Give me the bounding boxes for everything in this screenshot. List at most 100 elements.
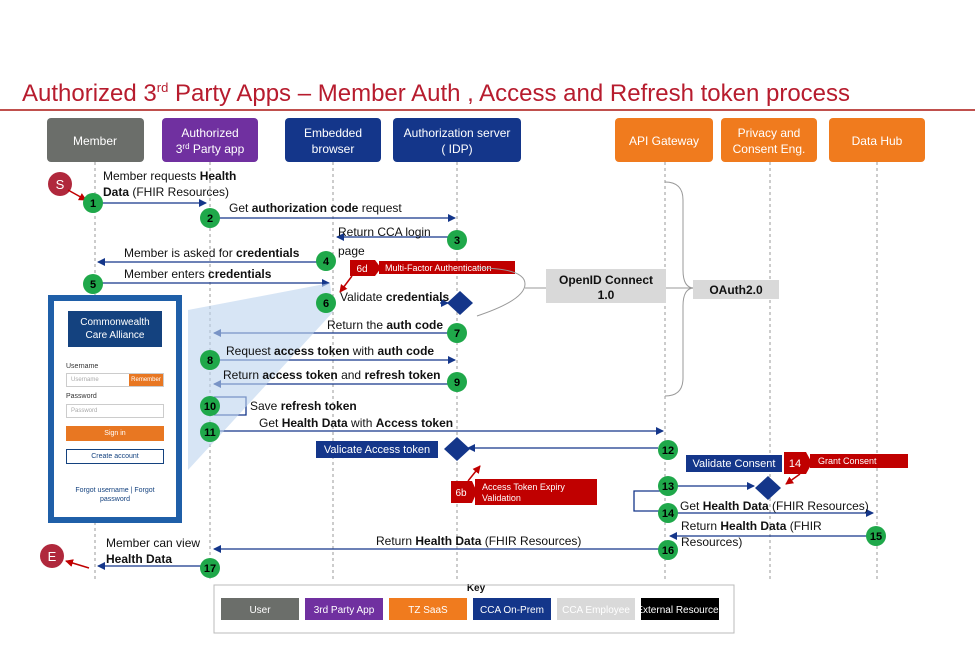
svg-text:2: 2: [207, 213, 213, 225]
svg-text:E: E: [48, 549, 57, 564]
token-expiry-callout: 6b Access Token Expiry Validation: [451, 465, 597, 505]
step-number-6: 6: [316, 293, 336, 313]
svg-text:S: S: [56, 177, 65, 192]
svg-text:13: 13: [662, 481, 674, 493]
svg-text:Member is asked for credential: Member is asked for credentials: [124, 246, 300, 260]
step-number-14: 14: [658, 503, 678, 523]
svg-text:15: 15: [870, 531, 882, 543]
svg-text:6: 6: [323, 298, 329, 310]
participant-browser: Embedded browser: [285, 118, 381, 162]
svg-text:Health Data: Health Data: [106, 552, 172, 566]
start-marker: S: [48, 172, 87, 201]
svg-text:Validate credentials: Validate credentials: [340, 290, 450, 304]
svg-text:Member enters credentials: Member enters credentials: [124, 267, 272, 281]
svg-text:4: 4: [323, 256, 330, 268]
svg-text:3rd Party app: 3rd Party app: [176, 142, 245, 156]
svg-text:Get Health Data with Access to: Get Health Data with Access token: [259, 416, 453, 430]
password-field[interactable]: Password: [66, 404, 164, 418]
key-item-1: User: [221, 598, 299, 620]
svg-text:14: 14: [789, 458, 801, 470]
svg-text:Privacy and: Privacy and: [738, 126, 801, 140]
svg-text:Access Token Expiry: Access Token Expiry: [482, 482, 565, 492]
svg-text:OAuth2.0: OAuth2.0: [709, 283, 763, 297]
create-account-button[interactable]: Create account: [66, 449, 164, 464]
svg-text:Key: Key: [467, 583, 486, 594]
svg-text:3rd Party App: 3rd Party App: [314, 605, 375, 616]
validate-consent-label: Validate Consent: [686, 455, 782, 472]
svg-text:Get authorization code request: Get authorization code request: [229, 201, 402, 215]
step-number-12: 12: [658, 440, 678, 460]
svg-text:17: 17: [204, 563, 216, 575]
key-item-6: External Resources: [636, 598, 724, 620]
svg-text:TZ SaaS: TZ SaaS: [408, 605, 448, 616]
step-number-18: 17: [200, 558, 220, 578]
password-label: Password: [66, 393, 97, 400]
oauth-bracket: [664, 181, 695, 397]
step-number-17: 16: [658, 540, 678, 560]
participant-member: Member: [47, 118, 144, 162]
svg-text:External Resources: External Resources: [636, 605, 723, 616]
participant-auth-server: Authorization server ( IDP): [393, 118, 521, 162]
remember-toggle[interactable]: Remember: [129, 374, 163, 386]
decision-validate-token: [444, 437, 470, 461]
svg-text:Multi-Factor Authentication: Multi-Factor Authentication: [385, 263, 492, 273]
key-item-3: TZ SaaS: [389, 598, 467, 620]
svg-text:Validation: Validation: [482, 493, 521, 503]
openid-group: OpenID Connect 1.0: [546, 269, 693, 303]
step-number-8: 8: [200, 350, 220, 370]
decision-validate-consent: [755, 476, 781, 500]
openid-bracket: [476, 267, 526, 317]
step-number-5: 5: [83, 274, 103, 294]
svg-text:6b: 6b: [455, 488, 467, 499]
svg-text:Grant Consent: Grant Consent: [818, 456, 877, 466]
svg-text:Member requests Health: Member requests Health: [103, 169, 236, 183]
title-divider: [0, 109, 975, 111]
svg-text:Valicate Access token: Valicate Access token: [324, 444, 430, 456]
key-legend: Key User 3rd Party App TZ SaaS CCA On-Prem C…: [213, 583, 735, 634]
svg-text:Return the auth code: Return the auth code: [327, 318, 443, 332]
step-number-9: 9: [447, 372, 467, 392]
svg-text:( IDP): ( IDP): [441, 142, 472, 156]
svg-text:Return Health Data (FHIR: Return Health Data (FHIR: [681, 519, 822, 533]
participant-gateway: API Gateway: [615, 118, 713, 162]
participant-datahub: Data Hub: [829, 118, 925, 162]
svg-text:1.0: 1.0: [598, 288, 615, 302]
step-number-10: 10: [200, 396, 220, 416]
svg-text:Save refresh token: Save refresh token: [250, 399, 357, 413]
svg-text:Resources): Resources): [681, 535, 742, 549]
step-number-16: 15: [866, 526, 886, 546]
username-label: Username: [66, 363, 99, 370]
svg-text:Return CCA login: Return CCA login: [338, 225, 431, 239]
svg-text:5: 5: [90, 279, 96, 291]
step-number-7: 7: [447, 323, 467, 343]
svg-text:CCA Employee: CCA Employee: [562, 605, 630, 616]
svg-text:12: 12: [662, 445, 674, 457]
step-number-3: 3: [447, 230, 467, 250]
svg-text:Data (FHIR Resources): Data (FHIR Resources): [103, 185, 229, 199]
svg-text:CCA On-Prem: CCA On-Prem: [480, 605, 544, 616]
grant-consent-callout: 14 Grant Consent: [784, 452, 908, 485]
svg-text:Member can view: Member can view: [106, 536, 200, 550]
svg-text:1: 1: [90, 198, 96, 210]
svg-text:Request access token with auth: Request access token with auth code: [226, 344, 434, 358]
mfa-callout: 6d Multi-Factor Authentication: [339, 260, 515, 293]
sign-in-button[interactable]: Sign in: [66, 426, 164, 441]
step-number-13: 13: [658, 476, 678, 496]
svg-text:page: page: [338, 244, 365, 258]
svg-text:Data Hub: Data Hub: [852, 134, 903, 148]
svg-text:Embedded: Embedded: [304, 126, 362, 140]
step-number-2: 2: [200, 208, 220, 228]
decision-validate-credentials: [447, 291, 473, 315]
svg-text:Get Health Data (FHIR Resource: Get Health Data (FHIR Resources): [680, 499, 869, 513]
login-highlight: [188, 283, 333, 470]
key-item-2: 3rd Party App: [305, 598, 383, 620]
svg-text:browser: browser: [312, 142, 355, 156]
svg-text:Authorized: Authorized: [181, 126, 238, 140]
step-number-1: 1: [83, 193, 103, 213]
svg-text:8: 8: [207, 355, 213, 367]
page-title: Authorized 3rd Party Apps – Member Auth …: [22, 80, 851, 107]
